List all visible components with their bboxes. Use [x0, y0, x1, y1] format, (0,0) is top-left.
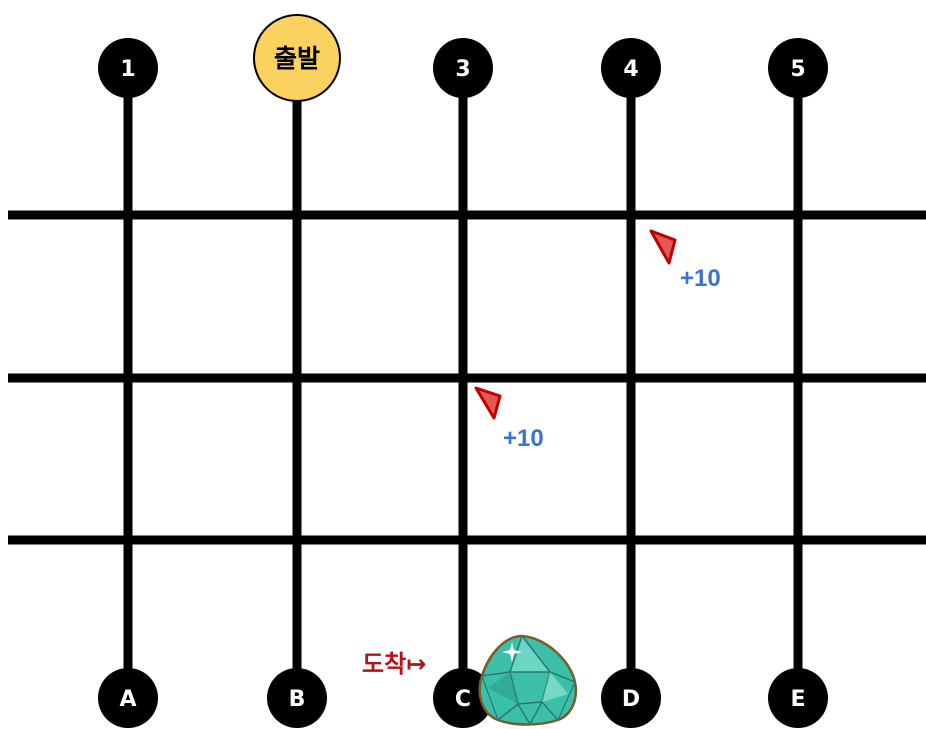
bottom-node-label: D	[622, 687, 640, 712]
top-node-label: 1	[120, 57, 135, 82]
red-triangle-icon	[476, 388, 500, 418]
bottom-node-e[interactable]: E	[768, 668, 828, 728]
top-node-label: 4	[623, 57, 638, 82]
bonus-marker-1: +10	[651, 231, 721, 292]
bottom-node-label: B	[289, 687, 306, 712]
bottom-node-a[interactable]: A	[98, 668, 158, 728]
bottom-node-label: C	[455, 687, 471, 712]
bottom-node-label: A	[119, 687, 136, 712]
bonus-label: +10	[503, 425, 544, 452]
bottom-node-b[interactable]: B	[267, 668, 327, 728]
top-node-5[interactable]: 5	[768, 38, 828, 98]
start-label: 출발	[274, 44, 320, 73]
bonus-marker-2: +10	[476, 388, 544, 452]
arrival-label: 도착↦	[362, 650, 426, 678]
gem-icon	[480, 636, 576, 725]
bottom-node-label: E	[790, 687, 805, 712]
bonus-label: +10	[680, 265, 721, 292]
top-node-4[interactable]: 4	[601, 38, 661, 98]
top-node-1[interactable]: 1	[98, 38, 158, 98]
red-triangle-icon	[651, 231, 675, 263]
top-node-3[interactable]: 3	[433, 38, 493, 98]
top-node-start[interactable]: 출발	[254, 15, 340, 101]
top-node-label: 3	[455, 57, 470, 82]
top-node-label: 5	[790, 57, 805, 82]
bottom-node-d[interactable]: D	[601, 668, 661, 728]
